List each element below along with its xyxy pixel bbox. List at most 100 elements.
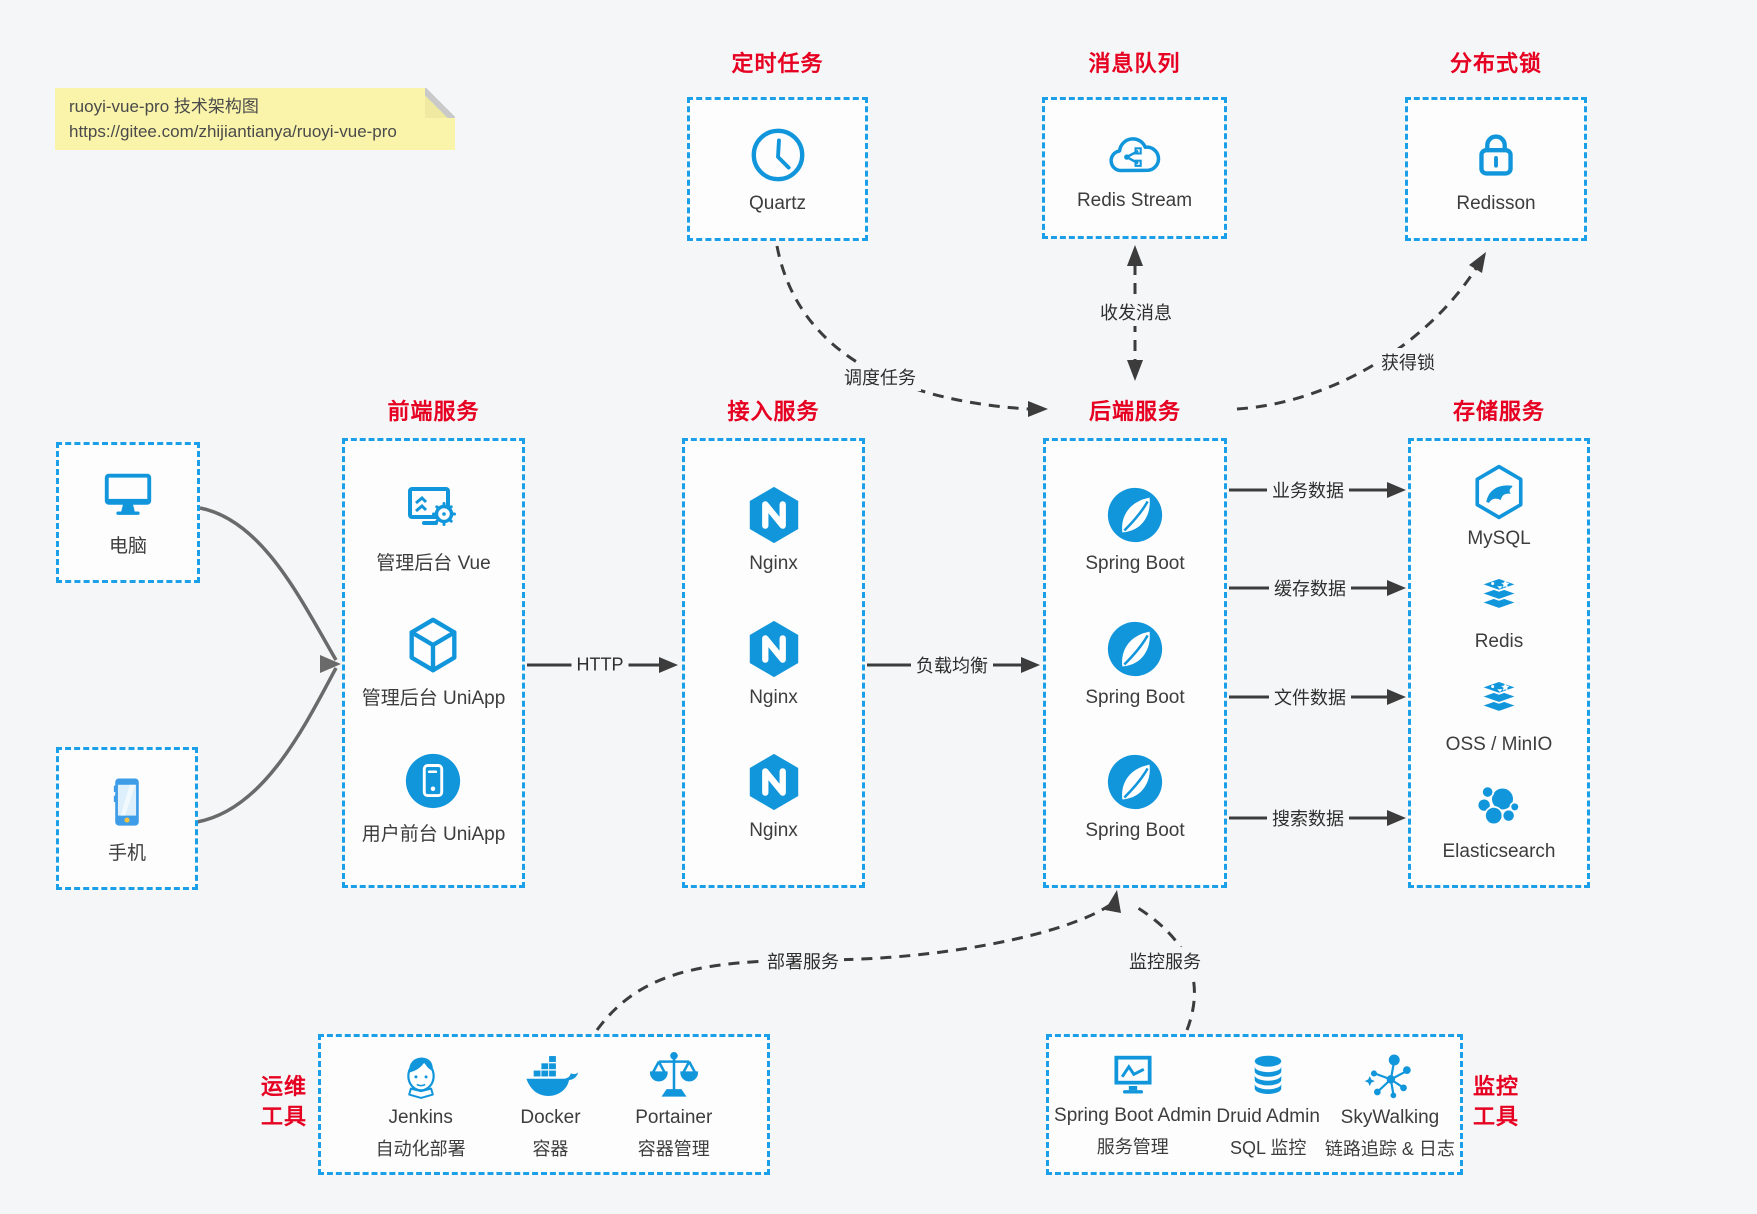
frontend-box: 管理后台 Vue 管理后台 UniApp 用户前台 UniApp	[342, 438, 525, 888]
edge-phone-frontend	[196, 667, 338, 824]
node-elasticsearch: Elasticsearch	[1443, 778, 1556, 863]
edge-label-send-receive-msg: 收发消息	[1095, 298, 1177, 326]
node-redisson: Redisson	[1456, 124, 1536, 215]
portainer-icon	[649, 1051, 698, 1097]
edge-deploy-service	[595, 903, 1111, 1031]
node-label: Spring Boot Admin	[1054, 1104, 1212, 1126]
edge-label-business-data: 业务数据	[1267, 476, 1349, 504]
node-spring-boot-3: Spring Boot	[1085, 751, 1185, 842]
node-admin-vue: 管理后台 Vue	[376, 481, 491, 575]
arrowhead	[1387, 689, 1406, 705]
node-nginx-3: Nginx	[743, 751, 805, 842]
arrowhead	[1127, 360, 1143, 381]
group-title-message-queue: 消息队列	[1088, 51, 1181, 76]
node-nginx-2: Nginx	[743, 618, 805, 709]
lock-icon	[1479, 133, 1513, 176]
arrowhead	[1105, 890, 1121, 913]
backend-box: Spring Boot Spring Boot Spring Boot	[1043, 438, 1227, 888]
node-desktop: 电脑	[97, 468, 159, 558]
node-redis-stream: Redis Stream	[1077, 125, 1192, 212]
node-label: OSS / MinIO	[1445, 734, 1553, 755]
node-label: MySQL	[1467, 528, 1531, 549]
node-sublabel: 容器管理	[637, 1138, 710, 1159]
message-queue-box: Redis Stream	[1042, 97, 1227, 239]
edge-label-http: HTTP	[571, 653, 629, 677]
arrowhead	[1387, 482, 1406, 498]
node-sublabel: SQL 监控	[1229, 1137, 1307, 1158]
scheduled-task-box: Quartz	[687, 97, 868, 241]
column-title-backend: 后端服务	[1088, 399, 1181, 424]
nginx-icon	[749, 620, 798, 677]
node-spring-boot-1: Spring Boot	[1085, 484, 1185, 575]
nginx-icon	[749, 754, 798, 811]
node-label: Spring Boot	[1085, 686, 1185, 708]
note-title: ruoyi-vue-pro 技术架构图	[69, 97, 259, 116]
node-mysql: MySQL	[1467, 463, 1531, 550]
edge-label-file-data: 文件数据	[1269, 683, 1351, 711]
node-skywalking: SkyWalking 链路追踪 & 日志	[1325, 1049, 1455, 1161]
distributed-lock-box: Redisson	[1405, 97, 1587, 241]
druid-icon	[1254, 1055, 1282, 1094]
spring-icon	[1107, 755, 1163, 810]
node-docker: Docker 容器	[520, 1049, 581, 1161]
node-label: Nginx	[749, 820, 798, 842]
arrowhead	[1469, 252, 1486, 273]
edge-acquire-lock	[1236, 261, 1482, 411]
node-label: Spring Boot	[1085, 552, 1185, 574]
node-label: Nginx	[749, 686, 798, 708]
user-app-icon	[406, 753, 461, 808]
column-title-storage: 存储服务	[1452, 399, 1545, 424]
sticky-note: ruoyi-vue-pro 技术架构图 https://gitee.com/zh…	[55, 88, 455, 150]
docker-icon	[526, 1055, 579, 1096]
node-label: 管理后台 Vue	[376, 552, 491, 574]
node-label: Druid Admin	[1216, 1105, 1320, 1127]
nginx-icon	[749, 486, 798, 543]
sba-icon	[1114, 1055, 1152, 1093]
node-label: 管理后台 UniApp	[361, 688, 506, 709]
node-label: 电脑	[108, 535, 147, 557]
desktop-icon	[104, 473, 152, 515]
mysql-icon	[1475, 464, 1523, 520]
note-fold-corner	[425, 88, 455, 118]
phone-icon	[113, 777, 139, 826]
node-label: Spring Boot	[1085, 820, 1185, 842]
node-sublabel: 自动化部署	[375, 1138, 466, 1159]
edge-label-load-balance: 负载均衡	[911, 651, 993, 679]
arrowhead	[1387, 810, 1406, 826]
node-user-uniapp: 用户前台 UniApp	[362, 750, 505, 846]
edge-label-acquire-lock: 获得锁	[1376, 348, 1440, 376]
note-url: https://gitee.com/zhijiantianya/ruoyi-vu…	[69, 122, 397, 141]
ops-tools-box: Jenkins 自动化部署 Docker 容器	[318, 1034, 770, 1175]
node-oss-minio: OSS / MinIO	[1445, 675, 1553, 756]
skywalking-icon	[1364, 1053, 1411, 1098]
group-title-ops-tools: 运维工具	[260, 1074, 307, 1129]
spring-icon	[1107, 487, 1163, 542]
edge-label-cache-data: 缓存数据	[1269, 574, 1351, 602]
edge-label-search-data: 搜索数据	[1267, 804, 1349, 832]
group-title-scheduled-task: 定时任务	[731, 51, 824, 76]
node-label: Redisson	[1456, 192, 1536, 214]
node-label: Jenkins	[388, 1106, 453, 1128]
node-redis: Redis	[1470, 572, 1528, 653]
column-title-frontend: 前端服务	[387, 399, 480, 424]
client-desktop-box: 电脑	[56, 442, 200, 583]
jenkins-icon	[406, 1056, 435, 1099]
elasticsearch-icon	[1476, 785, 1520, 826]
edge-label-deploy-service: 部署服务	[762, 947, 844, 975]
node-spring-boot-admin: Spring Boot Admin 服务管理	[1054, 1051, 1211, 1159]
node-label: Quartz	[748, 192, 807, 214]
arrowhead	[1127, 245, 1143, 266]
node-portainer: Portainer 容器管理	[635, 1049, 712, 1161]
node-sublabel: 链路追踪 & 日志	[1324, 1138, 1455, 1159]
node-label: Redis	[1474, 631, 1524, 652]
node-sublabel: 服务管理	[1096, 1136, 1169, 1157]
node-label: Nginx	[749, 552, 798, 574]
node-phone: 手机	[98, 773, 156, 865]
node-label: SkyWalking	[1340, 1106, 1440, 1128]
storage-box: MySQL Redis OSS / MinIO	[1408, 438, 1590, 888]
column-title-gateway: 接入服务	[727, 399, 820, 424]
gateway-box: Nginx Nginx Nginx	[682, 438, 865, 888]
node-jenkins: Jenkins 自动化部署	[376, 1049, 466, 1161]
edge-desktop-frontend	[199, 506, 338, 661]
edge-label-schedule-task: 调度任务	[839, 363, 921, 391]
